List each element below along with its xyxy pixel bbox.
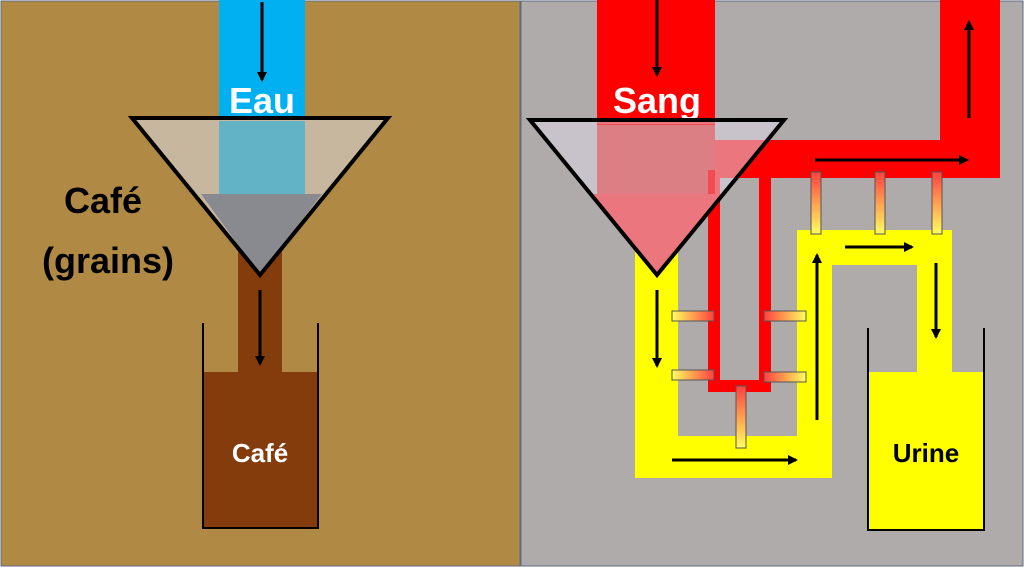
exchange-tube	[671, 310, 715, 322]
blood-label: Sang	[613, 80, 701, 121]
water-label: Eau	[229, 80, 295, 121]
kidney-panel: Sang Urine	[520, 0, 1024, 567]
exchange-tube	[810, 171, 822, 235]
coffee-cup-label: Café	[232, 438, 288, 468]
urine-container	[867, 328, 985, 531]
coffee-cup	[202, 323, 319, 529]
urine-channel	[635, 230, 952, 478]
blood-through-filter	[597, 124, 715, 194]
blood-branch-left	[708, 170, 720, 392]
exchange-tube	[763, 371, 807, 383]
exchange-tube	[735, 385, 747, 449]
urine-label: Urine	[893, 438, 959, 468]
grounds-label: Café (grains)	[42, 180, 174, 281]
blood-branch-right	[759, 170, 771, 392]
coffee-in-cup	[203, 372, 318, 527]
exchange-tube	[931, 171, 943, 235]
exchange-tube	[671, 369, 715, 381]
exchange-tube	[763, 310, 807, 322]
water-in-filter	[219, 121, 305, 194]
filter-funnel	[127, 116, 393, 279]
exchange-tube	[874, 171, 886, 235]
urine-in-container	[868, 372, 984, 530]
exchange-tubes	[671, 171, 943, 449]
kidney-filter-funnel	[525, 118, 789, 279]
grounds-label-line2: (grains)	[42, 240, 174, 281]
grounds-label-line1: Café	[64, 180, 142, 221]
urine-channel-segment	[797, 230, 832, 478]
coffee-panel: Eau Café Café (grains)	[0, 0, 521, 567]
